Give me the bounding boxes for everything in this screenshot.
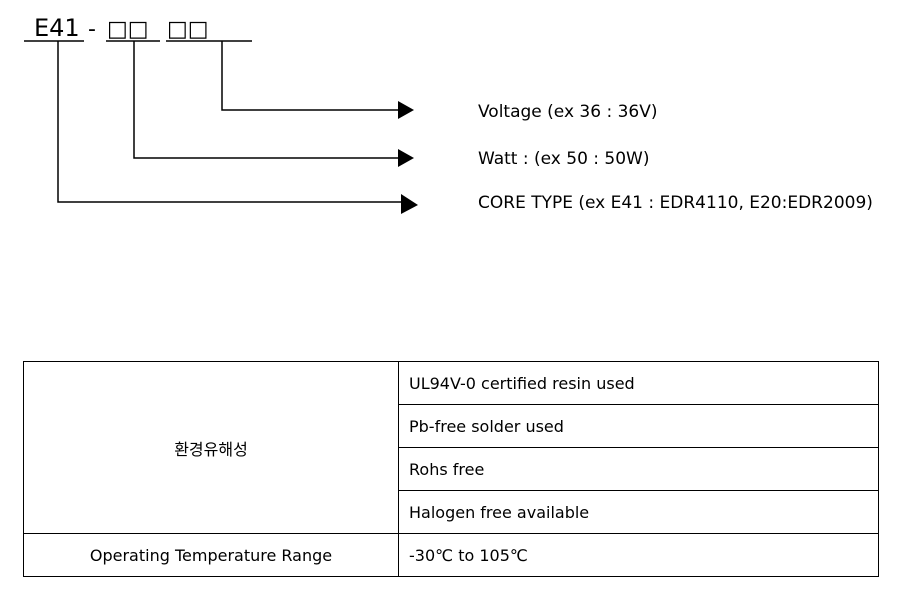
watt-leader-line [133,41,400,159]
part-code-separator: - [88,17,96,42]
voltage-arrow-icon [398,101,414,119]
part-code-diagram: E41 - □□ □□ [24,14,418,214]
legend-core-type: CORE TYPE (ex E41 : EDR4110, E20:EDR2009… [478,193,873,213]
table-row: 환경유해성 UL94V-0 certified resin used [23,361,879,534]
part-code-field-voltage: □□ [167,17,209,42]
temp-label-cell: Operating Temperature Range [23,533,399,577]
watt-arrow-icon [398,149,414,167]
voltage-leader-line [221,41,400,111]
group-item-cell: Rohs free [398,447,879,491]
core-type-arrow-icon [401,194,418,214]
table-row: Halogen free available [24,490,879,534]
legend-watt: Watt : (ex 50 : 50W) [478,149,650,169]
group-item-cell: UL94V-0 certified resin used [398,361,879,405]
core-type-leader-line [57,41,403,203]
temp-value-cell: -30℃ to 105℃ [398,533,879,577]
group-item-cell: Halogen free available [398,490,879,534]
table-row: Pb-free solder used [24,404,879,448]
spec-table: 환경유해성 UL94V-0 certified resin used Pb-fr… [23,361,879,577]
table-row: Operating Temperature Range -30℃ to 105℃ [23,533,879,577]
table-row: Rohs free [24,447,879,491]
group-label-cell: 환경유해성 [23,361,399,534]
part-code-prefix: E41 [34,14,80,42]
group-item-cell: Pb-free solder used [398,404,879,448]
part-code-field-watt: □□ [107,17,149,42]
legend-voltage: Voltage (ex 36 : 36V) [478,102,658,122]
